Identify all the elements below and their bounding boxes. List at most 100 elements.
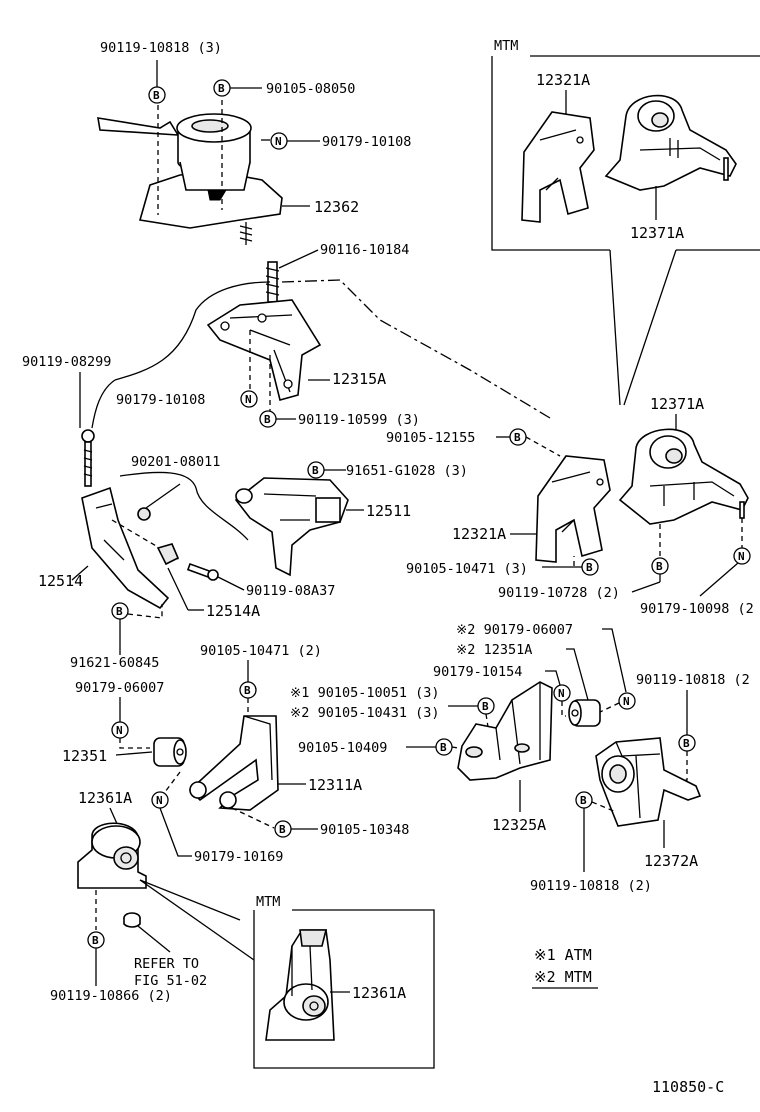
svg-text:B: B bbox=[264, 413, 271, 426]
part-12362-mount bbox=[97, 113, 283, 245]
callout-90179-10108: 90179-10108 bbox=[322, 134, 411, 150]
part-12321A-bracket bbox=[535, 455, 611, 563]
part-number-12351: 12351 bbox=[62, 747, 107, 765]
callout-90119-10599-3: 90119-10599 (3) bbox=[298, 412, 420, 428]
legend-note-mtm: ※2 MTM bbox=[534, 968, 592, 986]
nut-marker: N bbox=[111, 721, 129, 739]
callout-90179-06007: 90179-06007 bbox=[75, 680, 164, 696]
part-12351-cushion bbox=[153, 737, 187, 767]
nut-marker: N bbox=[151, 791, 169, 809]
legend: ※1 ATM ※2 MTM bbox=[532, 946, 598, 989]
callout-90105-10471-3: 90105-10471 (3) bbox=[406, 561, 528, 577]
bolt-marker: B bbox=[581, 558, 599, 576]
svg-text:N: N bbox=[156, 794, 163, 807]
part-12371A-mount bbox=[618, 428, 749, 525]
bolt-marker: B bbox=[435, 738, 453, 756]
svg-text:N: N bbox=[116, 724, 123, 737]
part-number-12514A: 12514A bbox=[206, 602, 260, 620]
callout-90119-10866-2: 90119-10866 (2) bbox=[50, 988, 172, 1004]
svg-text:N: N bbox=[738, 550, 745, 563]
svg-text:B: B bbox=[218, 82, 225, 95]
bolt-marker: B bbox=[678, 734, 696, 752]
svg-text:N: N bbox=[558, 687, 565, 700]
part-number-12325A: 12325A bbox=[492, 816, 546, 834]
refer-line-1: REFER TO bbox=[134, 956, 199, 972]
part-12325A-bracket bbox=[457, 681, 553, 781]
inset-top-title: MTM bbox=[494, 38, 518, 54]
nut-marker: N bbox=[618, 692, 636, 710]
nut-marker: N bbox=[240, 390, 258, 408]
callout-90179-10169: 90179-10169 bbox=[194, 849, 283, 865]
callout-90179-06007-mtm: ※2 90179-06007 bbox=[456, 622, 573, 638]
part-number-12514: 12514 bbox=[38, 572, 83, 590]
svg-text:B: B bbox=[116, 605, 123, 618]
bolt-90119-08A37 bbox=[186, 562, 219, 581]
part-number-12315A: 12315A bbox=[332, 370, 386, 388]
part-number-12361A: 12361A bbox=[78, 789, 132, 807]
inset-top-part-12371A: 12371A bbox=[630, 224, 684, 242]
callout-90179-10098-2: 90179-10098 (2 bbox=[640, 601, 754, 617]
part-12315A-bracket bbox=[206, 299, 322, 401]
callout-90119-10818-2-bot: 90119-10818 (2) bbox=[530, 878, 652, 894]
inset-bottom-title: MTM bbox=[256, 894, 280, 910]
callout-90116-10184: 90116-10184 bbox=[320, 242, 409, 258]
bolt-marker: B bbox=[307, 461, 325, 479]
nut-marker: N bbox=[553, 684, 571, 702]
part-number-12362: 12362 bbox=[314, 198, 359, 216]
callout-90105-10471-2: 90105-10471 (2) bbox=[200, 643, 322, 659]
part-12372A-mount bbox=[595, 737, 702, 827]
part-12514-stay bbox=[81, 486, 170, 610]
bushing-12514A bbox=[156, 543, 180, 566]
inset-bottom-part-12361A: 12361A bbox=[352, 984, 406, 1002]
nut-marker: N bbox=[733, 547, 751, 565]
figure-code: 110850-C bbox=[652, 1078, 724, 1096]
part-12371A-mtm-mount bbox=[604, 94, 737, 191]
svg-text:B: B bbox=[92, 934, 99, 947]
svg-text:B: B bbox=[153, 89, 160, 102]
svg-text:B: B bbox=[656, 560, 663, 573]
part-12361A-mtm-mount bbox=[265, 929, 335, 1041]
legend-note-atm: ※1 ATM bbox=[534, 946, 592, 964]
svg-text:N: N bbox=[245, 393, 252, 406]
svg-text:B: B bbox=[482, 700, 489, 713]
part-number-12511: 12511 bbox=[366, 502, 411, 520]
callout-90119-08299: 90119-08299 bbox=[22, 354, 111, 370]
callout-90119-08A37: 90119-08A37 bbox=[246, 583, 335, 599]
part-12321A-mtm-bracket bbox=[521, 111, 595, 223]
part-number-12321A: 12321A bbox=[452, 525, 506, 543]
bolt-marker: B bbox=[213, 79, 231, 97]
part-number-12311A: 12311A bbox=[308, 776, 362, 794]
callout-90119-10818-3: 90119-10818 (3) bbox=[100, 40, 222, 56]
part-12361A-mount bbox=[77, 822, 147, 889]
callout-90105-12155: 90105-12155 bbox=[386, 430, 475, 446]
bolt-marker: B bbox=[259, 410, 277, 428]
svg-text:B: B bbox=[586, 561, 593, 574]
svg-text:N: N bbox=[623, 695, 630, 708]
inset-mtm-bottom: MTM 12361A bbox=[253, 894, 435, 1069]
grommet-90201-08011 bbox=[137, 507, 151, 521]
svg-text:B: B bbox=[683, 737, 690, 750]
svg-text:B: B bbox=[440, 741, 447, 754]
svg-text:B: B bbox=[279, 823, 286, 836]
callout-90105-08050: 90105-08050 bbox=[266, 81, 355, 97]
cap-part bbox=[123, 912, 141, 928]
bolt-marker: B bbox=[274, 820, 292, 838]
callout-12351A: ※2 12351A bbox=[456, 642, 532, 658]
refer-line-2: FIG 51-02 bbox=[134, 973, 207, 989]
inset-top-part-12321A: 12321A bbox=[536, 71, 590, 89]
bolt-marker: B bbox=[477, 697, 495, 715]
bolt-marker: B bbox=[148, 86, 166, 104]
part-12311A-bracket bbox=[188, 715, 279, 811]
callout-91621-60845: 91621-60845 bbox=[70, 655, 159, 671]
callout-90119-10728-2: 90119-10728 (2) bbox=[498, 585, 620, 601]
callout-90105-10348: 90105-10348 bbox=[320, 822, 409, 838]
bolt-marker: B bbox=[111, 602, 129, 620]
bolt-marker: B bbox=[651, 557, 669, 575]
svg-text:N: N bbox=[275, 135, 282, 148]
inset-mtm-top: MTM 12321A 12371A bbox=[491, 38, 760, 251]
part-number-12371A: 12371A bbox=[650, 395, 704, 413]
svg-text:B: B bbox=[514, 431, 521, 444]
bolt-90119-08299 bbox=[81, 429, 95, 487]
callout-90179-10108-mid: 90179-10108 bbox=[116, 392, 205, 408]
